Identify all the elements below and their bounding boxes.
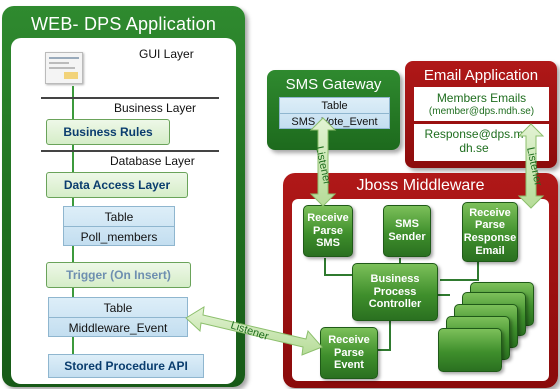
members-email-address: (member@dps.mdh.se) [428,106,535,117]
database-layer-divider [41,150,219,152]
email-divider [414,121,549,124]
middleware-event-table-name: Middleware_Event [49,317,187,337]
web-dps-panel: WEB- DPS Application GUI Layer Business … [2,6,245,387]
sms-vote-event-table: Table SMS_Vote_Event [279,97,390,129]
jboss-middleware-title: Jboss Middleware [356,177,485,194]
members-emails-label: Members Emails [436,91,527,105]
business-layer-divider [41,97,219,99]
component-stack-block [438,328,502,372]
sms-gateway-panel: SMS Gateway Table SMS_Vote_Event [267,70,400,150]
sms-gateway-title: SMS Gateway [285,76,382,93]
data-access-layer-box: Data Access Layer [46,172,188,198]
sms-vote-event-table-label: Table [321,99,348,112]
sms-sender-node: SMS Sender [383,205,431,257]
email-application-body: Members Emails (member@dps.mdh.se) Respo… [414,87,549,161]
poll-members-table-name: Poll_members [64,226,174,246]
middleware-event-table: Table Middleware_Event [48,297,188,337]
receive-parse-sms-node: Receive Parse SMS [303,205,353,257]
poll-members-table: Table Poll_members [63,206,175,246]
response-email-address: Response@dps.m dh.se [424,127,524,156]
receive-parse-event-node: Receive Parse Event [320,327,378,379]
web-dps-title: WEB- DPS Application [30,14,217,34]
gui-layer-label: GUI Layer [139,47,194,61]
database-layer-label: Database Layer [110,154,195,168]
business-rules-box: Business Rules [46,119,170,145]
email-application-title: Email Application [423,67,539,84]
receive-parse-response-email-node: Receive Parse Response Email [462,202,518,262]
web-dps-body: GUI Layer Business Layer Business Rules … [11,38,236,384]
trigger-box: Trigger (On Insert) [46,262,191,288]
business-layer-label: Business Layer [114,101,197,115]
business-process-controller-node: Business Process Controller [352,263,438,321]
sms-vote-event-table-name: SMS_Vote_Event [280,113,389,129]
gui-screenshot-icon [45,52,83,84]
poll-members-table-label: Table [104,209,134,224]
middleware-event-table-label: Table [103,300,133,315]
stored-procedure-api-box: Stored Procedure API [48,354,204,378]
email-application-panel: Email Application Members Emails (member… [405,61,557,168]
